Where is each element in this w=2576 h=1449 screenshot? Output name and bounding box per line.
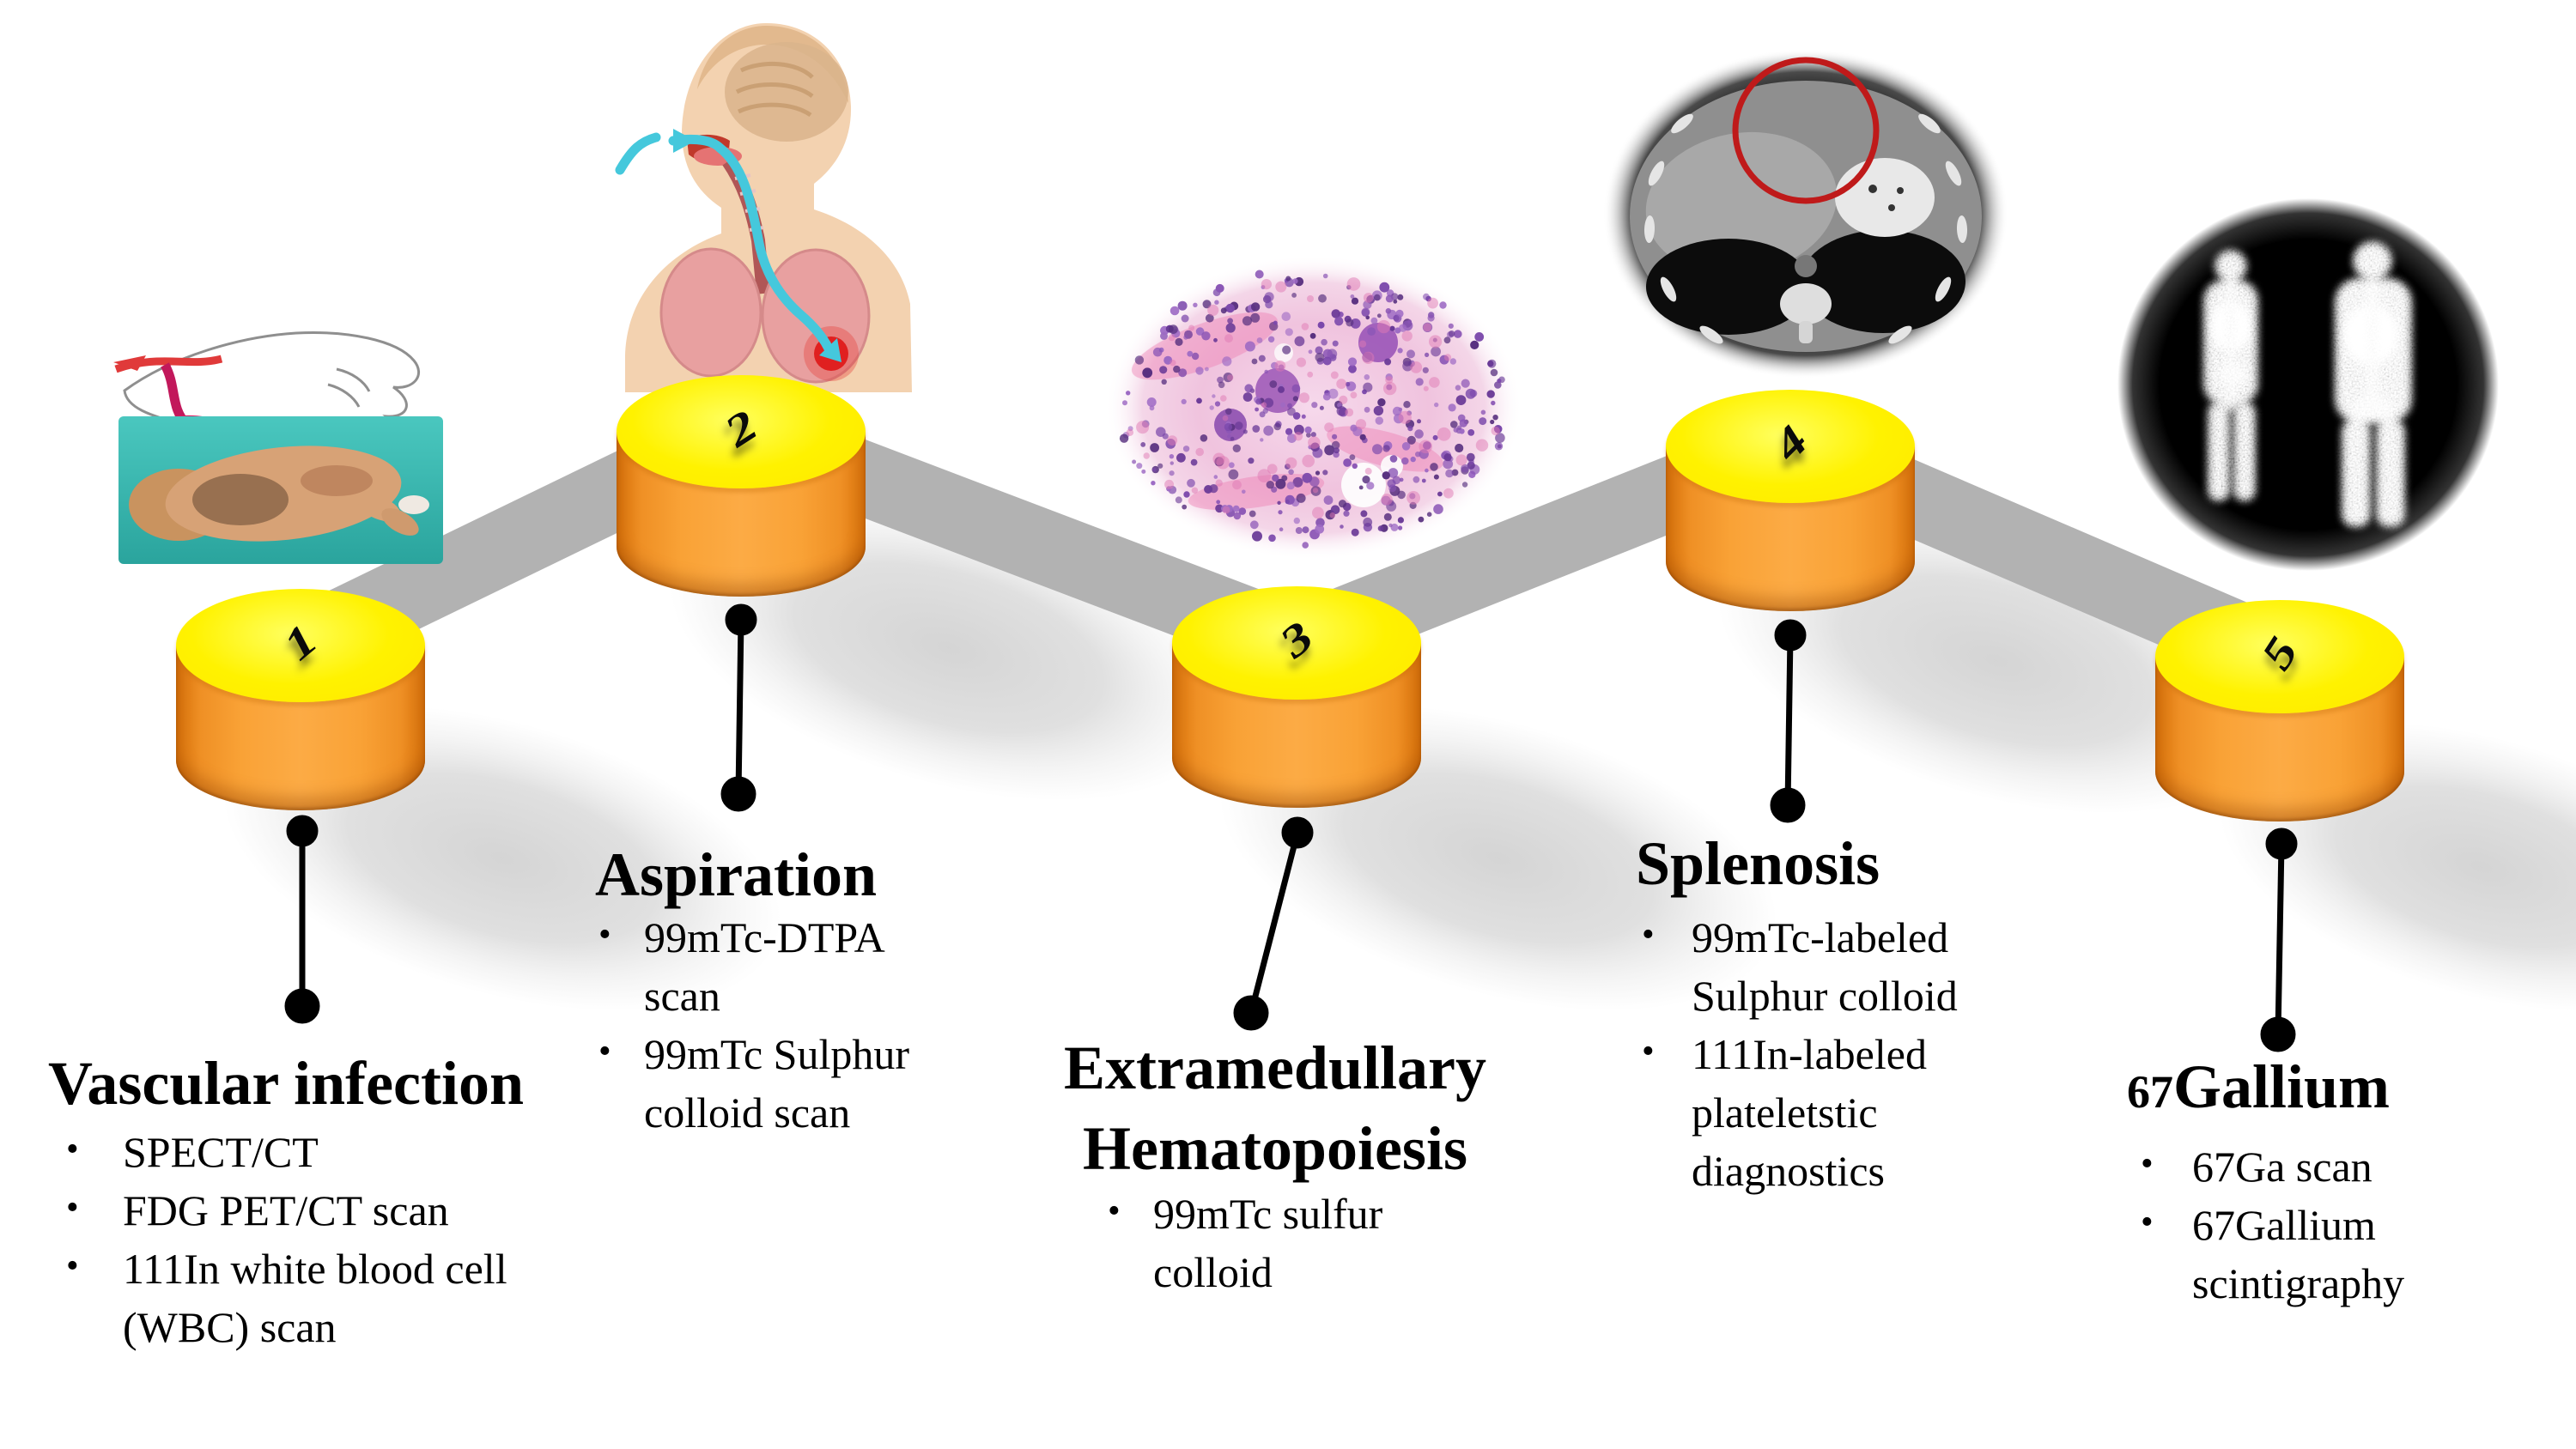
step-5-text-block: 67Gallium • 67Ga scan • 67Gallium scintigra… (2127, 1049, 2488, 1307)
annotation-circle (1732, 57, 1880, 204)
cylinder-top: 5 (2155, 600, 2404, 713)
arrow-heads (673, 129, 841, 362)
step-2-cylinder: 2 (617, 375, 866, 597)
vascular-infection-hand-illustration-image (113, 331, 443, 564)
step-4-text-block: Splenosis • 99mTc-labeled Sulphur colloid… (1636, 826, 1996, 1195)
body-scan-figures (2205, 243, 2410, 525)
step-4-title: Splenosis (1636, 829, 1880, 898)
bullet-marker: • (598, 915, 611, 955)
step-5-number: 5 (2251, 628, 2308, 678)
step-1-bullet-list: • SPECT/CT • FDG PET/CT scan • 111In white bl… (66, 1123, 507, 1356)
step-3-cylinder: 3 (1172, 586, 1421, 808)
bullet-marker: • (1642, 915, 1655, 955)
bullet-item: • 111In white blood cell (WBC) scan (66, 1240, 507, 1356)
step-1-number: 1 (274, 614, 327, 670)
bullet-text: 67Ga scan (2192, 1143, 2372, 1191)
bullet-marker: • (2141, 1144, 2154, 1184)
step-3-number: 3 (1270, 611, 1322, 668)
aspiration-arrow (615, 132, 834, 354)
bullet-text: 99mTc Sulphur colloid scan (644, 1030, 909, 1137)
gallium-scintigraphy-scan-image (2117, 198, 2499, 571)
bullet-text: 111In-labeled plateletstic diagnostics (1692, 1030, 1927, 1195)
step-2-number: 2 (715, 400, 766, 457)
cylinder-top: 2 (617, 375, 866, 488)
cylinder-top: 1 (176, 589, 425, 702)
aspiration-airway-illustration-image (615, 23, 912, 392)
bullet-item: • 99mTc Sulphur colloid scan (598, 1025, 956, 1142)
step-4-cylinder: 4 (1666, 390, 1915, 611)
bullet-marker: • (66, 1188, 79, 1228)
bullet-item: • 99mTc-labeled Sulphur colloid (1642, 908, 1958, 1025)
step-connectors (284, 603, 2298, 1052)
cylinder-top: 4 (1666, 390, 1915, 503)
scan-background (2117, 198, 2499, 571)
step-2-bullet-list: • 99mTc-DTPA scan • 99mTc Sulphur colloid s… (598, 908, 956, 1142)
hand-photo (118, 416, 443, 564)
bullet-text: 99mTc-labeled Sulphur colloid (1692, 913, 1958, 1020)
bullet-marker: • (66, 1130, 79, 1169)
bullet-marker: • (598, 1032, 611, 1071)
bullet-text: 99mTc-DTPA scan (644, 913, 884, 1020)
bullet-item: • SPECT/CT (66, 1123, 507, 1181)
cylinder-top: 3 (1172, 586, 1421, 700)
bullet-marker: • (1642, 1032, 1655, 1071)
bullet-marker: • (2141, 1203, 2154, 1242)
step-3-title: Extramedullary Hematopoiesis (1064, 1034, 1486, 1183)
bullet-item: • FDG PET/CT scan (66, 1181, 507, 1240)
step-1-title: Vascular infection (48, 1049, 525, 1118)
bullet-item: • 99mTc sulfur colloid (1108, 1185, 1383, 1301)
bullet-item: • 67Ga scan (2141, 1137, 2404, 1196)
bullet-text: 99mTc sulfur colloid (1153, 1190, 1383, 1296)
step-1-cylinder: 1 (176, 589, 425, 810)
bullet-item: • 99mTc-DTPA scan (598, 908, 956, 1025)
step-2-text-block: Aspiration • 99mTc-DTPA scan • 99mTc Sulphu… (595, 837, 956, 1137)
step-1-text-block: Vascular infection • SPECT/CT • FDG PET/CT … (48, 1046, 615, 1351)
step-5-cylinder: 5 (2155, 600, 2404, 822)
step-4-bullet-list: • 99mTc-labeled Sulphur colloid • 111In-lab… (1642, 908, 1958, 1200)
bullet-marker: • (66, 1246, 79, 1286)
step-5-bullet-list: • 67Ga scan • 67Gallium scintigraphy (2141, 1137, 2405, 1313)
step-4-number: 4 (1763, 415, 1818, 470)
cell-nuclei-dots (1119, 270, 1505, 549)
bullet-text: 67Gallium scintigraphy (2192, 1201, 2405, 1307)
abdominal-ct-scan-image (1603, 49, 2008, 379)
bullet-text: 111In white blood cell (WBC) scan (123, 1245, 507, 1351)
step-5-title: 67Gallium (2127, 1052, 2391, 1121)
ct-anatomy (1630, 81, 1982, 352)
step-3-bullet-list: • 99mTc sulfur colloid (1108, 1185, 1383, 1301)
histology-micrograph-image (1105, 255, 1522, 561)
step-3-text-block: Extramedullary Hematopoiesis • 99mTc sulf… (1035, 1030, 1516, 1296)
step-5-title-prefix: 67 (2127, 1066, 2173, 1118)
bullet-item: • 67Gallium scintigraphy (2141, 1196, 2405, 1313)
bullet-item: • 111In-labeled plateletstic diagnostics (1642, 1025, 1958, 1200)
step-2-title: Aspiration (595, 840, 878, 909)
bullet-text: FDG PET/CT scan (123, 1186, 449, 1234)
bullet-text: SPECT/CT (123, 1128, 319, 1176)
bullet-marker: • (1108, 1191, 1121, 1231)
